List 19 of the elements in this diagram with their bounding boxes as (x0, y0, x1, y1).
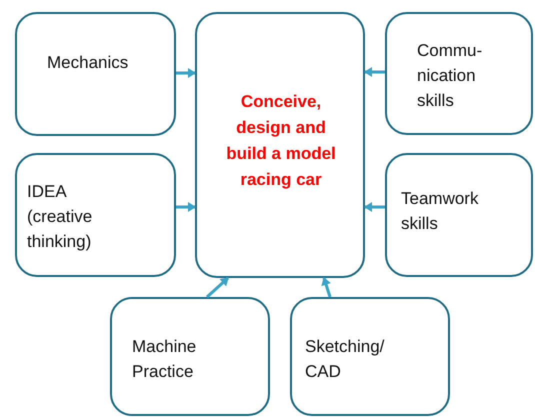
topic-text: Mechanics (47, 52, 128, 74)
arrow (364, 202, 385, 212)
topic-text: Commu- nication skills (417, 40, 484, 112)
goal-text: Conceive, design and build a model racing car (225, 91, 337, 191)
rounded-box (15, 12, 176, 136)
arrow (321, 277, 332, 298)
arrow (176, 202, 196, 212)
arrow (364, 67, 385, 77)
rounded-box (195, 12, 365, 278)
topic-text: IDEA (creative thinking) (27, 181, 94, 253)
rounded-box (290, 297, 450, 416)
topic-text: Machine Practice (132, 336, 198, 383)
rounded-box (385, 153, 533, 277)
rounded-box (15, 153, 176, 277)
topic-text: Sketching/ CAD (305, 336, 386, 383)
topic-text: Teamwork skills (401, 188, 480, 235)
rounded-box (110, 297, 270, 416)
arrow (176, 68, 196, 78)
rounded-box (385, 12, 533, 135)
